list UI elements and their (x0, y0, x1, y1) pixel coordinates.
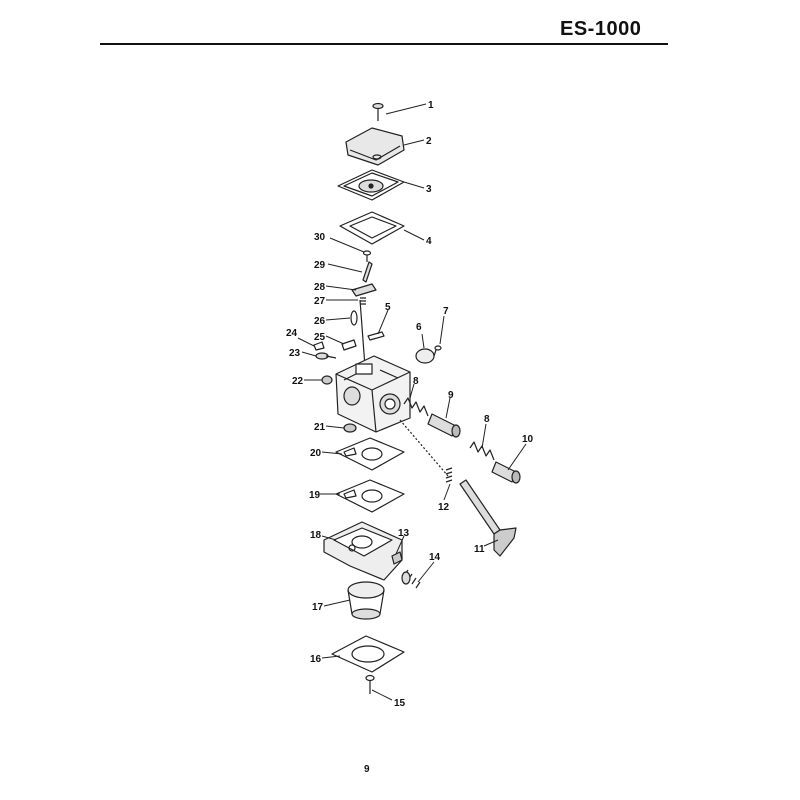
callout-24: 24 (286, 328, 298, 339)
callout-11: 11 (474, 544, 485, 555)
callout-26: 26 (314, 316, 326, 327)
callout-19: 19 (309, 490, 321, 501)
callout-13: 13 (398, 528, 410, 539)
part-22-plug (321, 375, 333, 385)
part-15-screw (365, 674, 375, 694)
part-8-spring-lower (469, 441, 495, 461)
part-26-needle (350, 310, 358, 326)
callout-16: 16 (310, 654, 322, 665)
part-7-screw (433, 345, 442, 357)
callout-5: 5 (385, 302, 391, 313)
header-rule (100, 43, 668, 45)
callout-21: 21 (314, 422, 326, 433)
callout-28: 28 (314, 282, 326, 293)
carburetor-body (335, 355, 411, 433)
model-title: ES-1000 (560, 18, 642, 40)
callout-22: 22 (292, 376, 304, 387)
callout-15: 15 (394, 698, 406, 709)
callout-18: 18 (310, 530, 322, 541)
callout-10: 10 (522, 434, 534, 445)
part-24-washer (313, 341, 325, 351)
callout-8a: 8 (413, 376, 419, 387)
part-12-spring (445, 467, 453, 483)
callout-8b: 8 (484, 414, 490, 425)
part-5-key (367, 331, 385, 341)
callout-6: 6 (416, 322, 422, 333)
callout-4: 4 (426, 236, 432, 247)
callout-9: 9 (448, 390, 454, 401)
part-13-fitting (391, 551, 403, 565)
callout-7: 7 (443, 306, 449, 317)
part-6-throttle-plate (415, 348, 435, 364)
callout-27: 27 (314, 296, 326, 307)
part-28-pin (351, 283, 377, 297)
callout-20: 20 (310, 448, 322, 459)
callout-3: 3 (426, 184, 432, 195)
part-10-needle (491, 461, 521, 484)
callout-1: 1 (428, 100, 434, 111)
callout-2: 2 (426, 136, 432, 147)
part-29-lever (362, 261, 373, 283)
part-1-screw (372, 102, 384, 121)
part-25-clip (341, 339, 357, 351)
part-4-gasket (339, 211, 405, 245)
part-19-diaphragm (335, 479, 405, 513)
part-20-gasket (335, 437, 405, 471)
part-3-diaphragm (337, 169, 405, 201)
part-21-cap (343, 423, 357, 433)
part-23-screw (315, 352, 337, 360)
part-2-cover (345, 127, 405, 166)
part-16-gasket (331, 635, 405, 673)
callout-25: 25 (314, 332, 326, 343)
part-14-screw (401, 569, 421, 589)
callout-30: 30 (314, 232, 326, 243)
part-11-lever (459, 479, 517, 557)
part-30-screw (362, 250, 372, 262)
callout-17: 17 (312, 602, 324, 613)
callout-29: 29 (314, 260, 326, 271)
part-18-pump-cover (323, 521, 403, 581)
part-8-spring-upper (403, 397, 429, 417)
part-27-spring (360, 297, 366, 305)
page-number: 9 (364, 764, 370, 775)
callout-12: 12 (438, 502, 450, 513)
part-17-filter (347, 581, 385, 620)
callout-23: 23 (289, 348, 301, 359)
callout-14: 14 (429, 552, 441, 563)
part-9-needle (427, 413, 461, 438)
